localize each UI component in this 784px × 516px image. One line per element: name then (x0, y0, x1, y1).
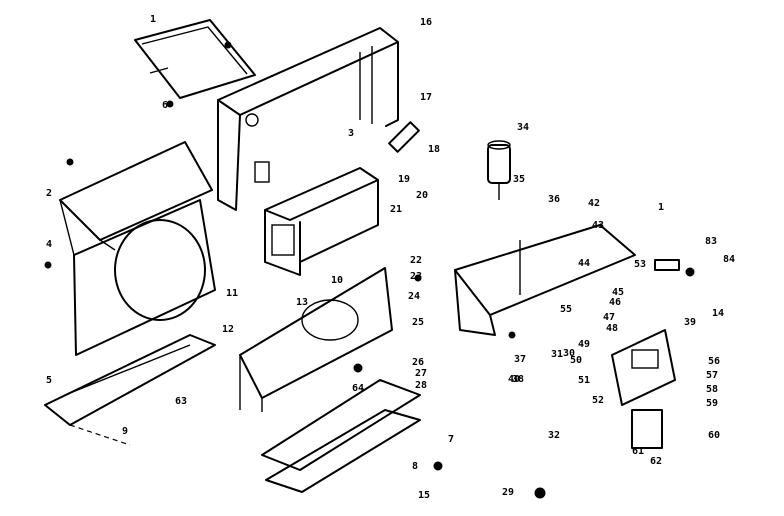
callout-34: 34 (517, 122, 529, 133)
callout-11: 11 (226, 288, 238, 299)
callout-49: 49 (578, 339, 590, 350)
cabinet-housing (217, 27, 399, 211)
callout-16: 16 (420, 17, 432, 28)
motor (487, 140, 511, 200)
callout-14: 14 (712, 308, 724, 319)
callout-24: 24 (408, 291, 420, 302)
callout-15: 15 (418, 490, 430, 501)
callout-48: 48 (606, 323, 618, 334)
callout-59: 59 (706, 398, 718, 409)
callout-35: 35 (513, 174, 525, 185)
callout-43: 43 (592, 220, 604, 231)
callout-19: 19 (398, 174, 410, 185)
callout-1: 1 (150, 14, 156, 25)
callout-45: 45 (612, 287, 624, 298)
callout-60: 60 (708, 430, 720, 441)
callout-17: 17 (420, 92, 432, 103)
callout-4: 4 (46, 239, 52, 250)
callout-57: 57 (706, 370, 718, 381)
callout-44: 44 (578, 258, 590, 269)
callout-47: 47 (603, 312, 615, 323)
callout-8: 8 (412, 461, 418, 472)
callout-7: 7 (448, 434, 454, 445)
callout-28: 28 (415, 380, 427, 391)
callout-55: 55 (560, 304, 572, 315)
callout-37: 37 (514, 354, 526, 365)
callout-38: 38 (512, 374, 524, 385)
callout-31: 31 (551, 349, 563, 360)
top-cover-plate (134, 19, 256, 108)
callout-32: 32 (548, 430, 560, 441)
callout-63: 63 (175, 396, 187, 407)
callout-10: 10 (331, 275, 343, 286)
callout-61: 61 (632, 446, 644, 457)
callout-40: 40 (508, 374, 520, 385)
front-grille (59, 141, 216, 356)
callout-36: 36 (548, 194, 560, 205)
callout-25: 25 (412, 317, 424, 328)
callout-84: 84 (723, 254, 735, 265)
callout-6: 6 (162, 100, 168, 111)
callout-3: 3 (348, 128, 354, 139)
callout-64: 64 (352, 383, 364, 394)
callout-20: 20 (416, 190, 428, 201)
callout-42: 42 (588, 198, 600, 209)
callout-18: 18 (428, 144, 440, 155)
callout-21: 21 (390, 204, 402, 215)
callout-52: 52 (592, 395, 604, 406)
callout-5: 5 (46, 375, 52, 386)
callout-41: 41 (0, 0, 12, 3)
callout-62: 62 (650, 456, 662, 467)
callout-58: 58 (706, 384, 718, 395)
callout-30: 30 (563, 348, 575, 359)
callout-56: 56 (708, 356, 720, 367)
callout-53: 53 (634, 259, 646, 270)
blower-assembly (264, 167, 379, 276)
callout-26: 26 (412, 357, 424, 368)
callout-83: 83 (705, 236, 717, 247)
callout-50: 50 (570, 355, 582, 366)
callout-13: 13 (296, 297, 308, 308)
callout-1: 1 (658, 202, 664, 213)
callout-27: 27 (415, 368, 427, 379)
drain-tray (261, 379, 421, 493)
chassis-plate (454, 224, 636, 336)
fasteners (44, 41, 695, 499)
callout-23: 23 (410, 271, 422, 282)
callout-22: 22 (410, 255, 422, 266)
callout-68: 68 (0, 0, 12, 3)
callout-12: 12 (222, 324, 234, 335)
callout-2: 2 (46, 188, 52, 199)
callout-51: 51 (578, 375, 590, 386)
fan-shroud (239, 267, 393, 412)
callout-29: 29 (502, 487, 514, 498)
callout-9: 9 (122, 426, 128, 437)
callout-67: 67 (0, 0, 12, 3)
control-panel (611, 329, 676, 449)
callout-46: 46 (609, 297, 621, 308)
base-pan (44, 334, 216, 446)
callout-39: 39 (684, 317, 696, 328)
